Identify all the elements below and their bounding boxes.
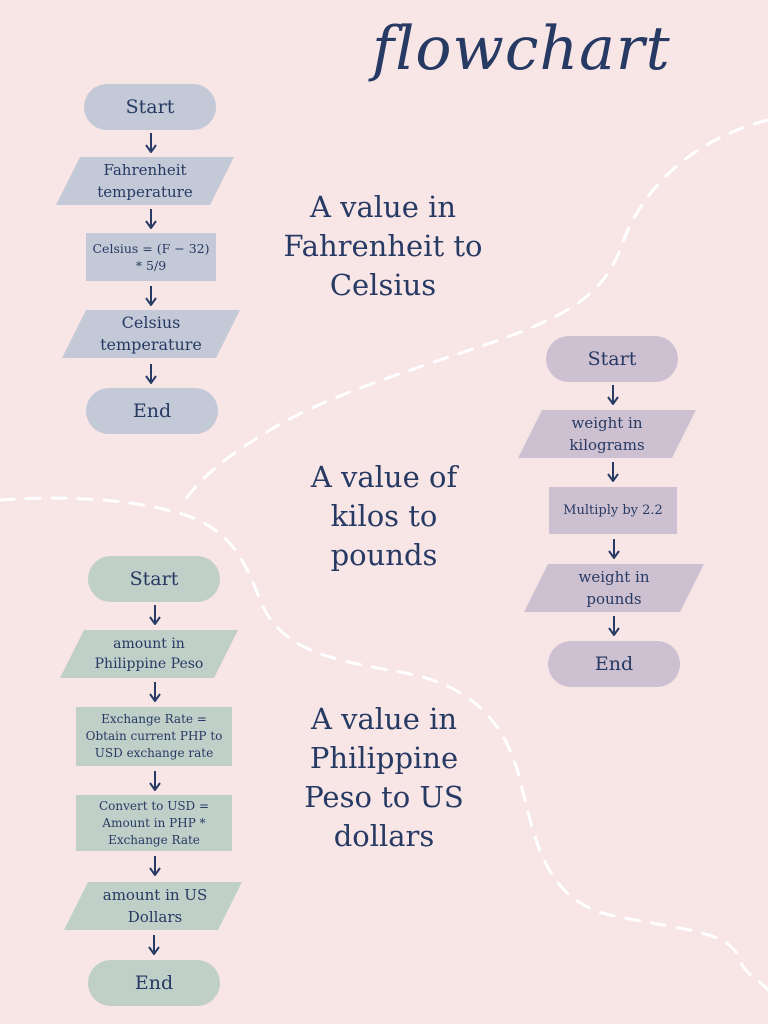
arrow-down-icon — [607, 462, 619, 482]
fahrenheit-end-terminal: End — [86, 388, 218, 434]
page-title: flowchart — [372, 14, 671, 84]
kilos-start-label: Start — [587, 348, 637, 370]
kilos-caption: A value of kilos to pounds — [310, 460, 458, 572]
arrow-down-icon — [145, 209, 157, 229]
peso-process-1-label: Exchange Rate = Obtain current PHP to US… — [85, 712, 223, 760]
peso-input-shape — [60, 630, 238, 678]
peso-process-2-box: Convert to USD = Amount in PHP * Exchang… — [76, 795, 232, 851]
kilos-input-label: weight in kilograms — [569, 414, 645, 454]
dashed-path-middle — [0, 496, 768, 992]
peso-output-label: amount in US Dollars — [102, 886, 208, 926]
peso-process-2-label: Convert to USD = Amount in PHP * Exchang… — [98, 798, 210, 847]
fahrenheit-output-shape — [62, 310, 240, 358]
kilos-process-label: Multiply by 2.2 — [563, 503, 663, 518]
kilos-output-label: weight in pounds — [578, 568, 650, 608]
arrow-down-icon — [149, 682, 161, 702]
arrow-down-icon — [608, 616, 620, 636]
fahrenheit-input-shape — [56, 157, 234, 205]
kilos-end-terminal: End — [548, 641, 680, 687]
fahrenheit-process-label: Celsius = (F − 32) * 5/9 — [92, 241, 210, 273]
kilos-process-box: Multiply by 2.2 — [549, 487, 677, 534]
dashed-path-upper — [183, 118, 768, 502]
arrow-down-icon — [148, 935, 160, 955]
peso-output-shape — [64, 882, 242, 930]
peso-start-terminal: Start — [88, 556, 220, 602]
peso-caption: A value in Philippine Peso to US dollars — [304, 702, 464, 853]
kilos-input-shape — [518, 410, 696, 458]
fahrenheit-output-label: Celsius temperature — [100, 313, 202, 354]
arrow-down-icon — [608, 539, 620, 559]
kilos-start-terminal: Start — [546, 336, 678, 382]
arrow-down-icon — [145, 364, 157, 384]
arrow-down-icon — [145, 133, 157, 153]
kilos-output-shape — [524, 564, 704, 612]
kilos-end-label: End — [594, 653, 634, 675]
arrow-down-icon — [149, 605, 161, 625]
peso-process-1-box: Exchange Rate = Obtain current PHP to US… — [76, 707, 232, 766]
fahrenheit-caption: A value in Fahrenheit to Celsius — [283, 190, 483, 302]
peso-end-terminal: End — [88, 960, 220, 1006]
fahrenheit-start-terminal: Start — [84, 84, 216, 130]
peso-input-label: amount in Philippine Peso — [94, 636, 204, 672]
peso-end-label: End — [134, 972, 174, 994]
fahrenheit-end-label: End — [132, 400, 172, 422]
peso-start-label: Start — [129, 568, 179, 590]
fahrenheit-process-box: Celsius = (F − 32) * 5/9 — [86, 233, 216, 281]
fahrenheit-start-label: Start — [125, 96, 175, 118]
arrow-down-icon — [149, 856, 161, 876]
arrow-down-icon — [145, 286, 157, 306]
fahrenheit-input-label: Fahrenheit temperature — [97, 161, 193, 201]
arrow-down-icon — [607, 385, 619, 405]
arrow-down-icon — [149, 771, 161, 791]
